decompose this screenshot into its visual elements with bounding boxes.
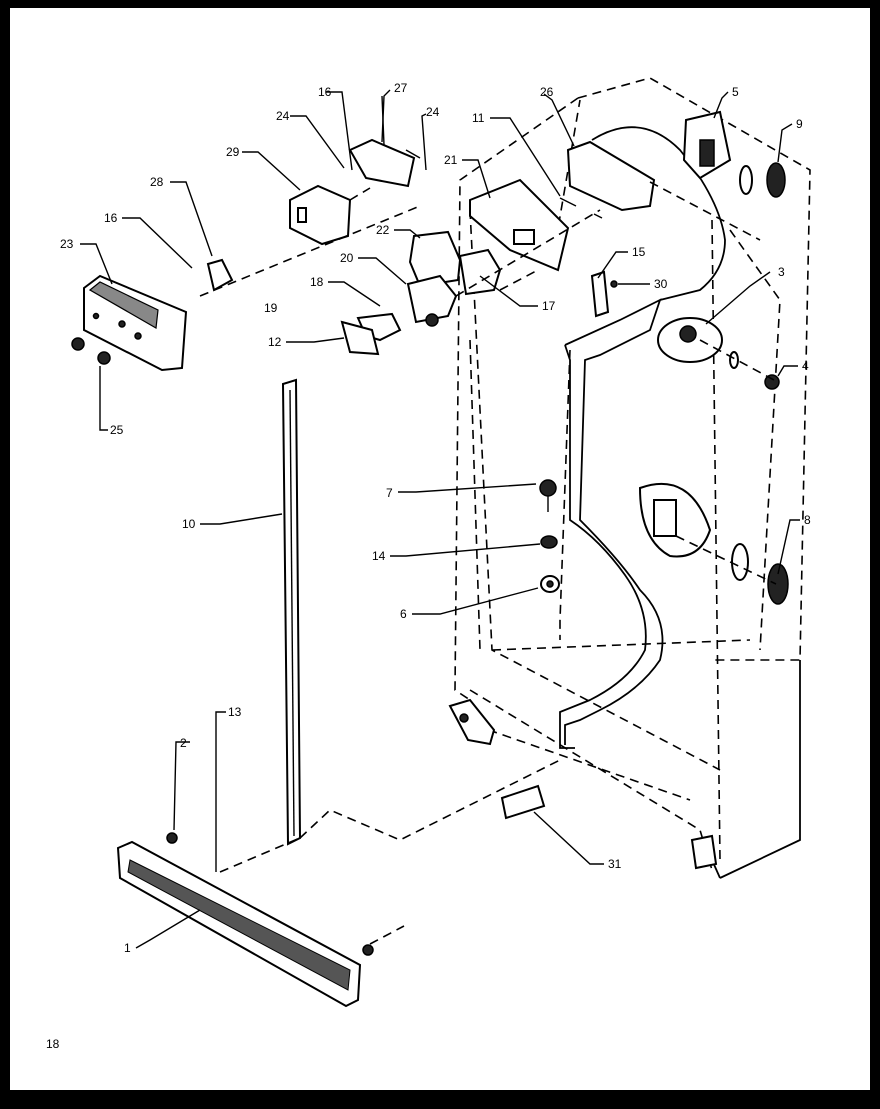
callout-3: 3 — [778, 265, 785, 279]
divider-duct — [559, 126, 726, 749]
toe-grille-part — [116, 837, 405, 1008]
callout-17: 17 — [542, 299, 556, 313]
control-housing-part — [71, 274, 188, 372]
callout-26: 26 — [540, 85, 554, 99]
callout-18: 18 — [310, 275, 324, 289]
thermostat-fan-parts — [539, 317, 789, 605]
callout-24-left: 24 — [276, 109, 290, 123]
leader-lines — [80, 89, 800, 949]
callout-9: 9 — [796, 117, 803, 131]
callout-4: 4 — [802, 359, 809, 373]
diagram-sheet — [10, 8, 870, 1090]
callout-8: 8 — [804, 513, 811, 527]
callout-16-top: 16 — [318, 85, 332, 99]
callout-12: 12 — [268, 335, 282, 349]
callout-25: 25 — [110, 423, 124, 437]
callout-21: 21 — [444, 153, 458, 167]
callout-28: 28 — [150, 175, 164, 189]
callout-24-right: 24 — [426, 105, 440, 119]
lower-parts — [166, 698, 718, 870]
callout-6: 6 — [400, 607, 407, 621]
callout-29: 29 — [226, 145, 240, 159]
callout-5: 5 — [732, 85, 739, 99]
callout-14: 14 — [372, 549, 386, 563]
callout-11: 11 — [472, 111, 485, 125]
callout-31: 31 — [608, 857, 622, 871]
callout-13: 13 — [228, 705, 242, 719]
callout-1: 1 — [124, 941, 131, 955]
callout-10: 10 — [182, 517, 196, 531]
callout-15: 15 — [632, 245, 646, 259]
dispenser-assembly — [340, 178, 601, 356]
upper-right-parts — [559, 110, 786, 318]
callout-7: 7 — [386, 486, 393, 500]
callout-23: 23 — [60, 237, 74, 251]
callout-22: 22 — [376, 223, 390, 237]
page-number: 18 — [46, 1037, 60, 1051]
callout-30: 30 — [654, 277, 668, 291]
control-brackets — [199, 95, 421, 297]
mullion-strip-part — [281, 378, 561, 846]
callout-16-left: 16 — [104, 211, 118, 225]
callout-20: 20 — [340, 251, 354, 265]
callout-labels: 1 2 3 4 5 6 7 8 9 10 11 12 13 14 15 16 1… — [46, 81, 811, 1051]
callout-19: 19 — [264, 301, 278, 315]
callout-2: 2 — [180, 736, 187, 750]
callout-27: 27 — [394, 81, 408, 95]
